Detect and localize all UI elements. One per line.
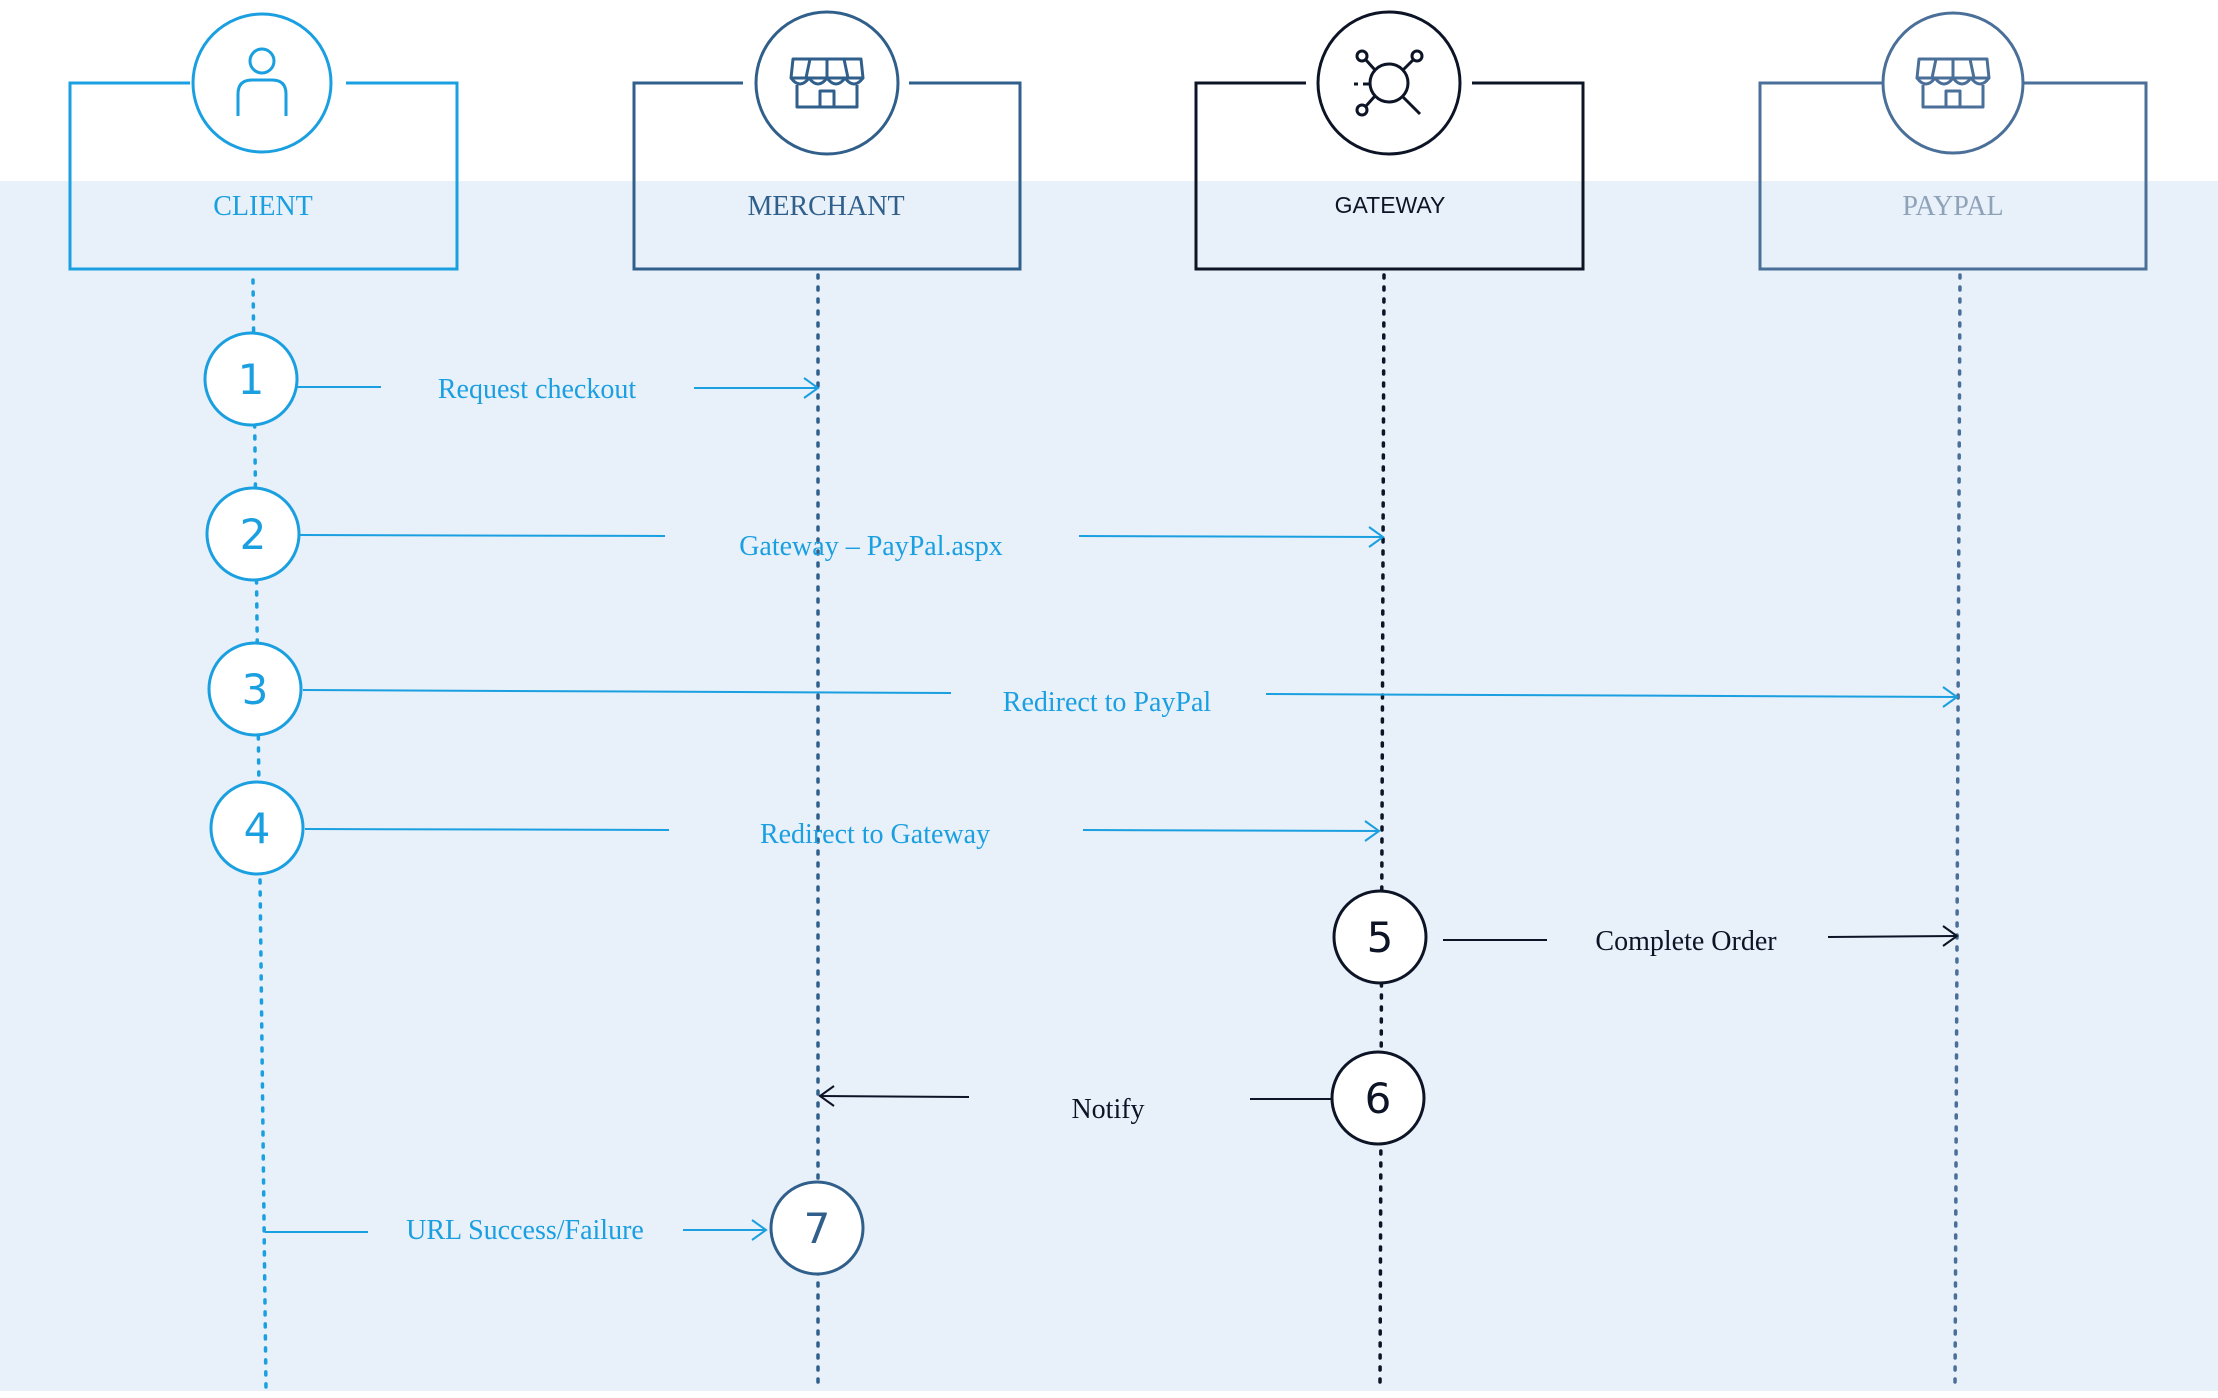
- step-7-arrowhead: [751, 1219, 768, 1241]
- step-2-arrowhead: [1368, 526, 1385, 548]
- step-3-label: Redirect to PayPal: [1003, 687, 1212, 718]
- step-1-badge: [203, 331, 299, 427]
- step-7-badge: [769, 1180, 865, 1276]
- step-2-number: 2: [240, 510, 267, 559]
- lifeline-gateway: [1378, 273, 1386, 1392]
- step-2-arrow-line: [1078, 535, 1384, 538]
- participant-merchant-label: MERCHANT: [747, 191, 904, 222]
- step-1-message: Request checkout 1: [203, 331, 820, 427]
- step-3-badge: [207, 641, 303, 737]
- person-icon: [236, 47, 288, 116]
- storefront-icon: [1915, 57, 1991, 109]
- step-5-label: Complete Order: [1595, 926, 1777, 957]
- step-5-message: Complete Order 5: [1332, 889, 1959, 985]
- participant-gateway-box: [1194, 81, 1585, 271]
- step-3-arrow-line: [1265, 693, 1958, 698]
- participant-client-icon-circle: [191, 12, 333, 154]
- step-1-arrowhead: [803, 377, 820, 399]
- participant-gateway: GATEWAY: [1194, 10, 1585, 271]
- storefront-icon: [789, 57, 865, 109]
- participant-client-label: CLIENT: [213, 191, 313, 222]
- step-2-badge: [205, 486, 301, 582]
- participant-paypal-box: [1758, 81, 2148, 271]
- participant-merchant: MERCHANT: [632, 10, 1022, 271]
- participant-gateway-label: GATEWAY: [1335, 192, 1446, 218]
- step-5-number: 5: [1367, 913, 1394, 962]
- step-4-label: Redirect to Gateway: [760, 819, 990, 850]
- participant-client-box: [68, 81, 459, 271]
- step-4-arrow-line: [1082, 829, 1380, 832]
- step-5-arrowhead: [1942, 925, 1959, 947]
- step-1-label: Request checkout: [438, 374, 636, 405]
- participant-paypal-label: PAYPAL: [1902, 191, 2003, 222]
- diagram-background: [0, 181, 2218, 1391]
- step-2-arrow-line: [299, 534, 666, 537]
- participant-gateway-icon-circle: [1316, 10, 1462, 156]
- network-hub-icon: [1354, 49, 1424, 117]
- lifeline-paypal: [1953, 273, 1962, 1392]
- step-6-message: Notify 6: [818, 1050, 1426, 1146]
- step-5-arrow-line: [1827, 935, 1958, 938]
- participant-merchant-icon-circle: [754, 10, 900, 156]
- step-7-message: URL Success/Failure 7: [265, 1180, 865, 1276]
- step-3-arrow-line: [302, 689, 952, 694]
- step-6-number: 6: [1365, 1074, 1392, 1123]
- step-5-badge: [1332, 889, 1428, 985]
- step-2-message: Gateway – PayPal.aspx 2: [205, 486, 1385, 582]
- step-4-number: 4: [244, 804, 271, 853]
- step-6-label: Notify: [1071, 1094, 1144, 1125]
- step-4-badge: [209, 780, 305, 876]
- step-4-arrowhead: [1364, 820, 1381, 842]
- step-4-message: Redirect to Gateway 4: [209, 780, 1381, 876]
- step-6-arrowhead: [818, 1085, 835, 1107]
- step-7-label: URL Success/Failure: [406, 1215, 644, 1246]
- step-3-arrowhead: [1942, 686, 1959, 708]
- participant-client: CLIENT: [68, 12, 459, 271]
- step-1-number: 1: [238, 355, 265, 404]
- participant-paypal: PAYPAL: [1758, 11, 2148, 271]
- step-2-label: Gateway – PayPal.aspx: [739, 531, 1003, 562]
- step-6-badge: [1330, 1050, 1426, 1146]
- step-7-number: 7: [804, 1204, 831, 1253]
- step-3-number: 3: [242, 665, 269, 714]
- step-3-message: Redirect to PayPal 3: [207, 641, 1959, 737]
- participant-paypal-icon-circle: [1881, 11, 2025, 155]
- participant-merchant-box: [632, 81, 1022, 271]
- step-6-arrow-line: [819, 1095, 970, 1098]
- step-4-arrow-line: [304, 828, 670, 831]
